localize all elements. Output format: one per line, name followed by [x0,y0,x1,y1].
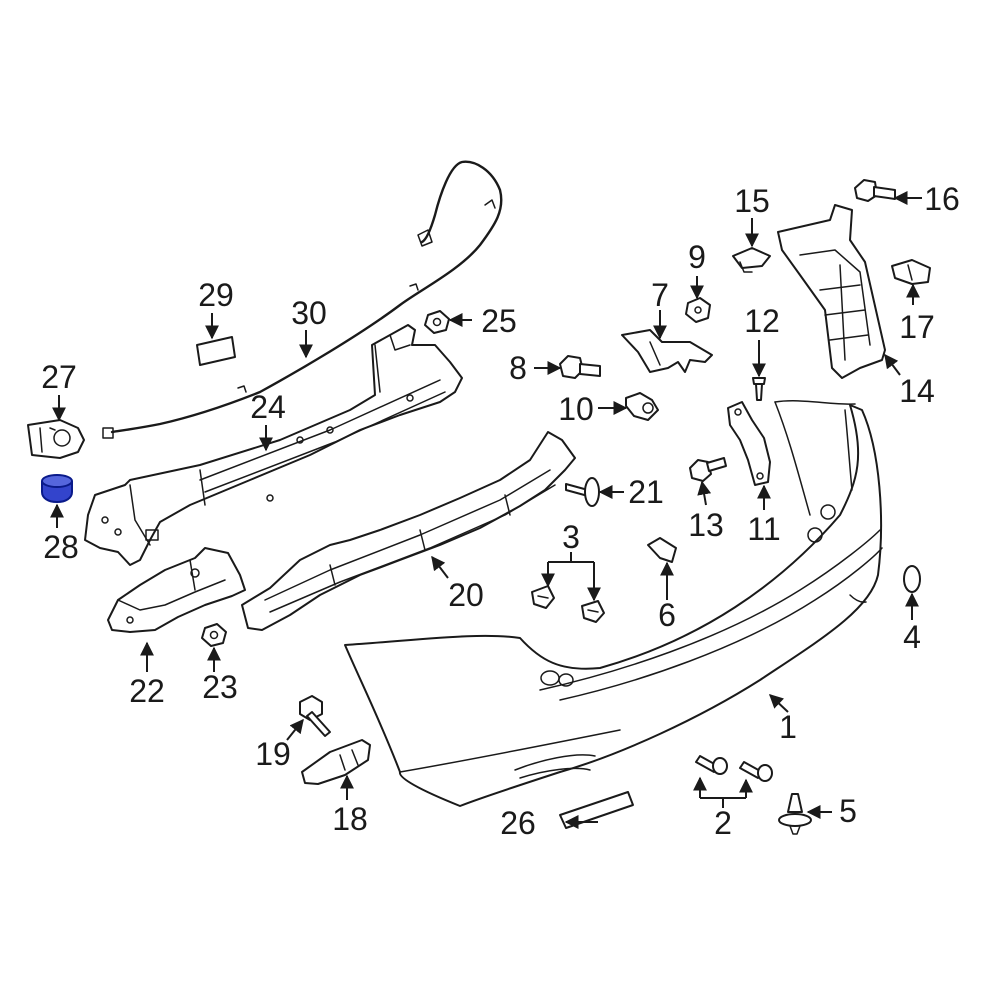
part-16-bolt [854,179,896,202]
part-1-bumper-cover [344,400,883,807]
part-9-nut [685,297,711,323]
leader-13 [697,480,712,506]
part-18-moulding [301,739,371,785]
callout-24: 24 [250,389,286,425]
callout-17: 17 [899,309,935,345]
part-21-push-pin [565,477,600,507]
part-23-nut [201,623,227,647]
part-5-clip [778,793,812,835]
callout-13: 13 [688,507,724,543]
part-4-grommet [903,565,921,593]
part-29-pad [196,336,236,366]
callout-15: 15 [734,183,770,219]
part-11-bracket [727,401,771,486]
part-7-bracket [621,329,713,373]
callout-2: 2 [714,805,732,841]
part-6-clip [647,537,677,563]
part-12-pin [752,377,766,401]
callout-8: 8 [509,350,527,386]
callout-3: 3 [562,519,580,555]
callout-21: 21 [628,474,664,510]
callout-9: 9 [688,239,706,275]
callout-20: 20 [448,577,484,613]
leader-20 [431,555,449,579]
part-24-reinforcement [84,324,463,566]
part-22-bracket [107,547,246,633]
part-2-screws [695,755,773,782]
callout-16: 16 [924,181,960,217]
callout-18: 18 [332,801,368,837]
leader-lines [50,191,922,829]
callout-22: 22 [129,673,165,709]
callout-1: 1 [779,709,797,745]
callout-25: 25 [481,303,517,339]
callout-4: 4 [903,619,921,655]
leader-1 [768,694,789,713]
part-14-bracket [777,204,886,379]
part-10-clip-nut [625,392,659,421]
part-8-bolt [559,355,601,379]
callout-6: 6 [658,597,676,633]
part-3-push-pins [531,585,605,623]
callout-labels: 1 2 3 4 5 6 7 8 9 10 11 12 13 14 15 16 1… [41,181,960,841]
callout-26: 26 [500,805,536,841]
leader-14 [884,353,901,376]
part-17-clip [891,259,931,285]
callout-11: 11 [747,511,780,547]
callout-10: 10 [558,391,594,427]
callout-12: 12 [744,303,780,339]
callout-19: 19 [255,736,291,772]
callout-14: 14 [899,373,935,409]
part-15-clip [732,247,771,273]
callout-7: 7 [651,277,669,313]
part-28-parking-sensor [41,474,73,504]
part-13-bolt [689,457,727,482]
part-30-wiring-harness [102,160,503,439]
part-20-energy-absorber [241,431,576,631]
part-25-nut [424,310,450,334]
callout-5: 5 [839,793,857,829]
callout-27: 27 [41,359,77,395]
callout-23: 23 [202,669,238,705]
leader-19 [286,718,304,741]
part-19-bolt [299,695,331,737]
part-27-sensor-bracket [27,419,85,459]
callout-30: 30 [291,295,327,331]
callout-29: 29 [198,277,234,313]
callout-28: 28 [43,529,79,565]
